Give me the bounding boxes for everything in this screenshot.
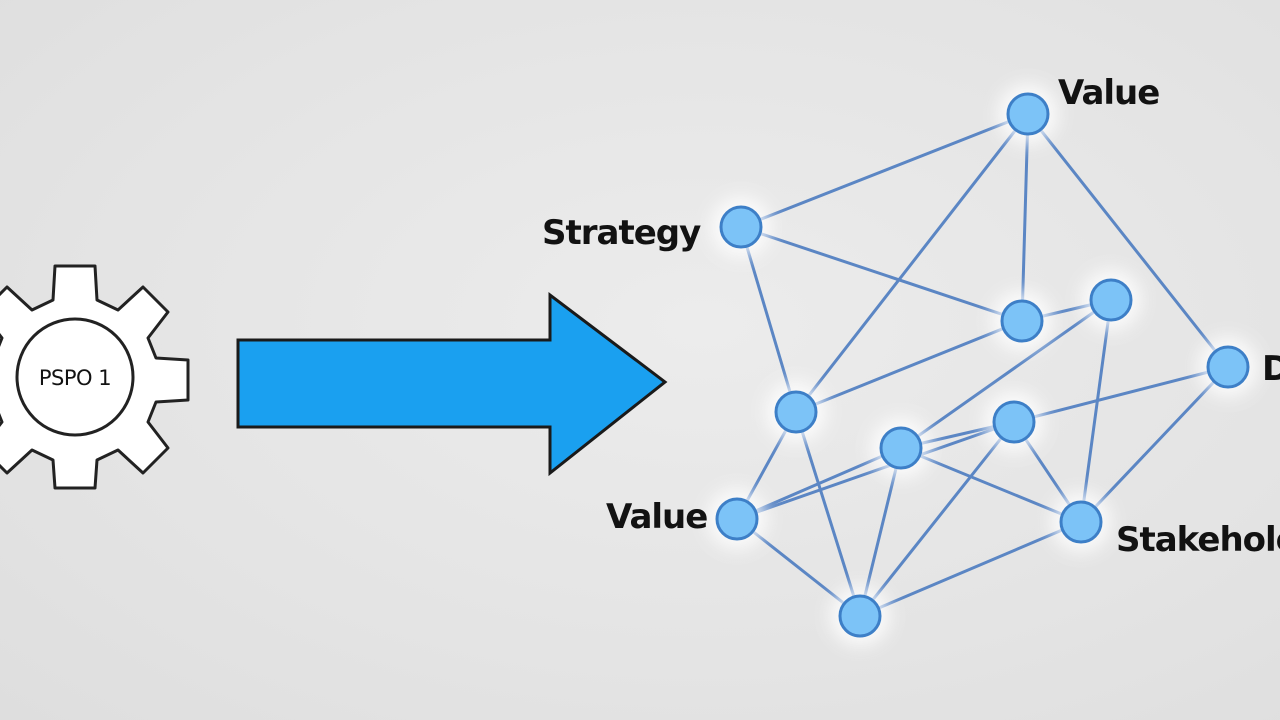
network-node-mid (1000, 299, 1044, 343)
network-edge (1026, 112, 1230, 369)
network-edge (739, 112, 1030, 229)
right-arrow-icon (236, 291, 668, 477)
network-node-center-right (992, 400, 1036, 444)
network-edge (739, 225, 798, 414)
label-strategy: Strategy (542, 213, 701, 253)
network-edge (858, 520, 1083, 618)
network-node-value-top (1006, 92, 1050, 136)
network-edge (739, 225, 1024, 323)
network-node-center (879, 426, 923, 470)
network-edge (794, 112, 1030, 414)
network-edge (1079, 365, 1230, 524)
network-node-upper-right (1089, 278, 1133, 322)
label-d: D (1262, 349, 1280, 389)
network-edge (1079, 298, 1113, 524)
network-edge (899, 446, 1083, 524)
network-nodes (715, 92, 1250, 638)
network-node-stake (1059, 500, 1103, 544)
gear-label: PSPO 1 (39, 366, 111, 390)
network-edge (794, 410, 862, 618)
gear-inner-ring (15, 317, 135, 437)
network-edge (1020, 112, 1030, 323)
network-node-value-left (715, 497, 759, 541)
network-node-right (1206, 345, 1250, 389)
network-edge (794, 319, 1024, 414)
network-edge (899, 298, 1113, 450)
network-node-strategy (719, 205, 763, 249)
label-value-top: Value (1058, 73, 1159, 113)
network-edge (1012, 365, 1230, 424)
network-edge (858, 420, 1016, 618)
label-stakeholders: Stakeholo (1116, 520, 1280, 560)
network-node-bottom (838, 594, 882, 638)
gear-outline (0, 264, 190, 490)
label-value-left: Value (606, 497, 707, 537)
network-node-left-mid (774, 390, 818, 434)
gear-icon: PSPO 1 (0, 264, 190, 490)
network-edges (735, 112, 1230, 618)
network-edge (735, 420, 1016, 521)
